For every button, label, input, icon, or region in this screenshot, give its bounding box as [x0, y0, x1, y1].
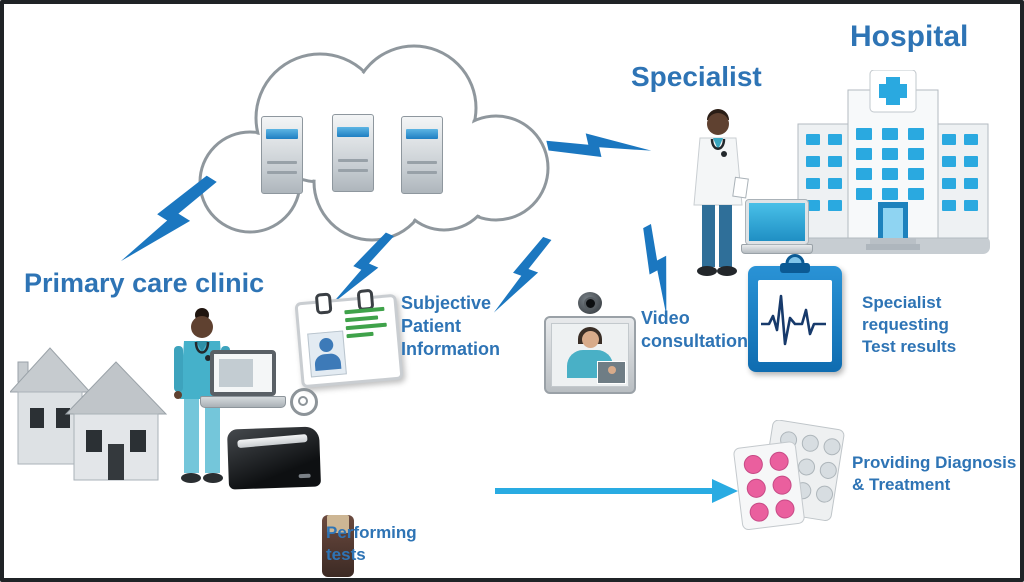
cloud-icon	[198, 44, 550, 242]
caller-face	[581, 331, 599, 348]
laptop-keyboard	[200, 396, 286, 408]
front-house	[64, 361, 168, 481]
video-consultation-label: Video consultation	[641, 308, 748, 352]
hospital-building-icon	[796, 70, 990, 254]
webcam-icon	[578, 292, 602, 314]
laptop-screen	[210, 350, 276, 396]
clipboard-paper	[758, 280, 832, 362]
ecg-trace	[761, 294, 826, 346]
monitor-frame	[544, 316, 636, 394]
server-icon	[261, 116, 303, 194]
medication-blister-packs-icon	[733, 420, 845, 530]
laptop-icon	[200, 350, 318, 416]
specialist-requesting-label: Specialist requesting Test results	[862, 293, 957, 356]
scanner-device-icon	[226, 426, 322, 490]
primary-care-clinic-title: Primary care clinic	[24, 268, 265, 298]
server-led-stripe	[266, 129, 298, 139]
laptop-screen	[745, 199, 809, 245]
specialist-title: Specialist	[631, 61, 762, 92]
front-blister-pack	[733, 441, 805, 530]
server-icon	[401, 116, 443, 194]
server-led-stripe	[337, 127, 369, 137]
hospital-cross-sign	[869, 70, 917, 113]
hospital-title: Hospital	[850, 20, 969, 53]
laptop-keyboard	[741, 244, 813, 254]
hospital-windows	[806, 128, 978, 211]
flow-arrow-icon	[495, 479, 738, 503]
patient-info-lines	[344, 306, 391, 342]
patient-photo	[307, 330, 347, 378]
specialist-doctor-icon	[693, 109, 749, 276]
video-call-monitor-icon	[544, 292, 636, 394]
otoscope-cable-icon	[290, 388, 318, 416]
self-view-inset	[597, 361, 626, 384]
server-led-stripe	[406, 129, 438, 139]
server-icon	[332, 114, 374, 192]
clinic-houses-icon	[10, 347, 168, 481]
video-call-screen	[551, 323, 629, 387]
test-results-clipboard-icon	[748, 254, 842, 372]
patient-id-card-icon	[294, 288, 404, 389]
back-house	[10, 347, 92, 465]
laptop-icon	[741, 199, 813, 254]
subjective-patient-information-label: Subjective Patient Information	[401, 293, 500, 360]
handheld-test-device-icon	[322, 515, 354, 577]
providing-diagnosis-label: Providing Diagnosis & Treatment	[852, 453, 1017, 494]
performing-tests-label: Performing tests	[326, 523, 417, 564]
hospital-entrance	[866, 202, 920, 250]
